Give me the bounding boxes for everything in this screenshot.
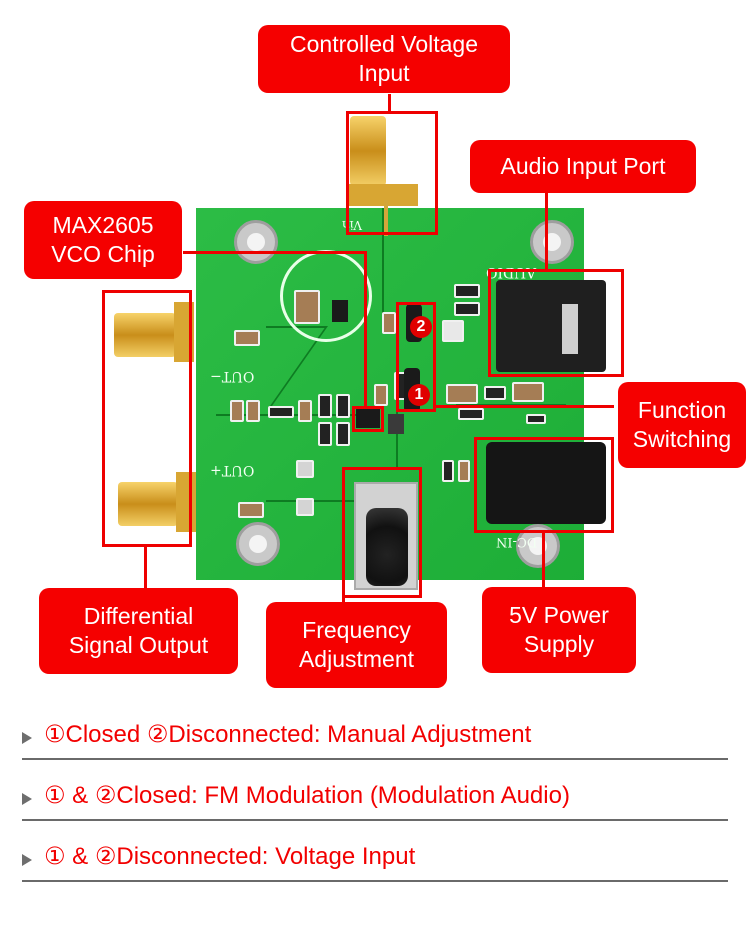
mounting-hole (234, 220, 278, 264)
label-frequency-adjustment: Frequency Adjustment (266, 602, 447, 688)
resistor-r1 (442, 460, 454, 482)
leader-line (388, 94, 391, 112)
capacitor (234, 330, 260, 346)
leader-line (183, 251, 366, 254)
resistor (268, 406, 294, 418)
mode-note: ①Closed ②Disconnected: Manual Adjustment (22, 718, 728, 760)
trace (396, 408, 398, 468)
triangle-bullet-icon (22, 793, 32, 805)
highlight-differential-output (102, 290, 192, 547)
resistor (484, 386, 506, 400)
inductor (318, 422, 332, 446)
resistor (454, 302, 480, 316)
diode-d1 (296, 460, 314, 478)
leader-line (342, 596, 345, 606)
label-audio-input-port: Audio Input Port (470, 140, 696, 193)
inductor (336, 394, 350, 418)
audio-jack-contact (562, 304, 578, 354)
capacitor-c2 (458, 460, 470, 482)
inductor (336, 422, 350, 446)
label-vco-chip: MAX2605 VCO Chip (24, 201, 182, 279)
triangle-bullet-icon (22, 854, 32, 866)
mounting-hole (530, 220, 574, 264)
sma-connector-out-minus[interactable] (114, 313, 176, 357)
label-function-switching: Function Switching (618, 382, 746, 468)
pad (296, 498, 314, 516)
mounting-hole (236, 522, 280, 566)
mode-note: ① & ②Disconnected: Voltage Input (22, 840, 728, 882)
inductor (318, 394, 332, 418)
capacitor (512, 382, 544, 402)
triangle-bullet-icon (22, 732, 32, 744)
leader-line (434, 405, 614, 408)
highlight-frequency-pot (342, 467, 422, 598)
leader-line (144, 545, 147, 589)
leader-line (542, 531, 545, 589)
highlight-jumpers (396, 302, 436, 412)
capacitor-c11 (294, 290, 320, 324)
mode-note-text: ① & ②Closed: FM Modulation (Modulation A… (44, 782, 570, 809)
label-differential-signal-output: Differential Signal Output (39, 588, 238, 674)
dc-power-jack[interactable] (486, 442, 606, 524)
capacitor (446, 384, 478, 404)
capacitor (238, 502, 264, 518)
highlight-vco-chip (352, 406, 384, 432)
capacitor-c8 (374, 384, 388, 406)
silk-out-plus: OUT+ (210, 462, 255, 478)
sma-flange (348, 184, 418, 206)
silk-out-minus: OUT− (210, 368, 255, 384)
capacitor-c7 (382, 312, 396, 334)
label-5v-power-supply: 5V Power Supply (482, 587, 636, 673)
sma-connector-vin[interactable] (350, 116, 386, 186)
jumper-badge-2: 2 (410, 316, 432, 338)
audio-jack[interactable] (496, 280, 606, 372)
highlight-audio-port (488, 269, 624, 377)
vco-chip-u1 (356, 408, 380, 428)
inductor-l1 (388, 414, 404, 434)
capacitor (298, 400, 312, 422)
capacitor (230, 400, 244, 422)
trace (382, 208, 384, 328)
frequency-knob[interactable] (366, 508, 408, 586)
highlight-power-jack (474, 437, 614, 533)
trimmer-r9 (442, 320, 464, 342)
sma-pin (384, 200, 388, 236)
mode-note-text: ① & ②Disconnected: Voltage Input (44, 843, 416, 870)
silk-dc-in: DC-IN (496, 534, 538, 549)
leader-line (545, 192, 548, 270)
mode-note-text: ①Closed ②Disconnected: Manual Adjustment (44, 721, 532, 748)
resistor-r10 (458, 408, 484, 420)
label-controlled-voltage-input: Controlled Voltage Input (258, 25, 510, 93)
diode-d2 (526, 414, 546, 424)
leader-line (364, 251, 367, 409)
jumper-badge-1: 1 (408, 384, 430, 406)
capacitor (246, 400, 260, 422)
highlight-voltage-input (346, 111, 438, 235)
regulator-u2 (332, 300, 348, 322)
sma-connector-out-plus[interactable] (118, 482, 178, 526)
mode-note: ① & ②Closed: FM Modulation (Modulation A… (22, 779, 728, 821)
resistor (454, 284, 480, 298)
